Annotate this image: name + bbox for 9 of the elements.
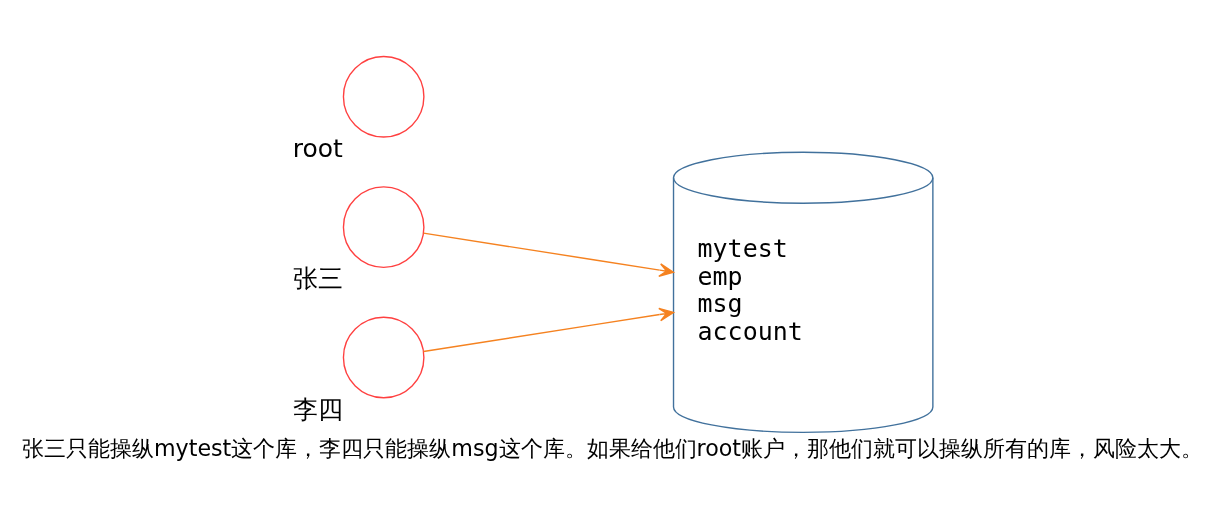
node-label: 张三 bbox=[292, 264, 343, 294]
arrow bbox=[422, 232, 675, 277]
node-label: root bbox=[292, 133, 343, 163]
arrow bbox=[422, 307, 675, 353]
caption: 张三只能操纵mytest这个库，李四只能操纵msg这个库。如果给他们root账户，那他们就可以操纵所有的库，风险太大。 bbox=[21, 434, 1204, 461]
node-circle bbox=[342, 186, 425, 269]
node-circle bbox=[342, 316, 425, 399]
node-circle bbox=[342, 55, 425, 138]
node-label: 李四 bbox=[292, 394, 343, 424]
